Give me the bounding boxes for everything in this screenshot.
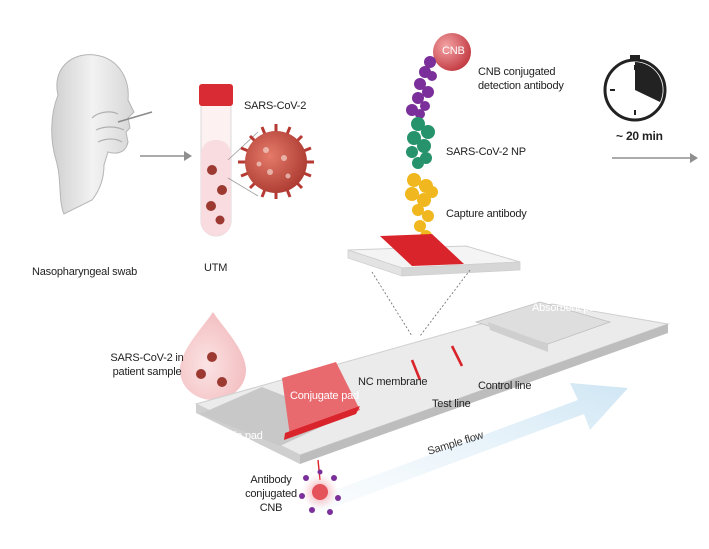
patient-head-illustration xyxy=(51,54,153,215)
sars-cov-2-label: SARS-CoV-2 xyxy=(244,100,307,112)
time-label: ~ 20 min xyxy=(616,129,663,143)
absorbent-pad-label: Absorbent pad xyxy=(532,302,601,314)
control-line-label: Control line xyxy=(478,380,532,392)
sars-cov-2-virus-illustration xyxy=(238,124,314,199)
sample-drop-illustration xyxy=(180,312,246,400)
antibody-conjugated-cnb-label-line3: CNB xyxy=(259,502,283,514)
cnb-conjugated-label-line2: detection antibody xyxy=(478,80,564,92)
sars-cov-2-np-label: SARS-CoV-2 NP xyxy=(446,146,526,158)
antibody-conjugated-cnb-label-line2: conjugated xyxy=(245,488,297,500)
conjugate-pad-label: Conjugate pad xyxy=(290,390,359,402)
nc-membrane-label: NC membrane xyxy=(358,376,428,388)
sars-cov-2-in-patient-sample-label-line1: SARS-CoV-2 in xyxy=(110,352,184,364)
lateral-flow-test-strip xyxy=(194,301,670,464)
nasopharyngeal-swab-label: Nasopharyngeal swab xyxy=(32,266,138,278)
sample-pad-label: Sample pad xyxy=(206,430,263,442)
zoom-guide-lines xyxy=(371,269,471,337)
utm-label: UTM xyxy=(204,262,228,274)
utm-tube xyxy=(199,84,259,237)
antibody-conjugated-cnb-label-line1: Antibody xyxy=(250,474,292,486)
sars-cov-2-in-patient-sample-label-line2: patient sample xyxy=(112,366,182,378)
arrow-to-tube xyxy=(140,151,192,161)
antibody-conjugated-cnb-illustration xyxy=(299,459,341,515)
capture-antibody-label: Capture antibody xyxy=(446,208,527,220)
timer-icon xyxy=(603,55,667,122)
test-line-label: Test line xyxy=(432,398,471,410)
sample-flow-arrow xyxy=(308,383,628,514)
arrow-to-result xyxy=(612,153,698,163)
cnb-conjugated-label-line1: CNB conjugated xyxy=(478,66,556,78)
membrane-zoom-slab xyxy=(347,234,521,277)
cnb-ball-label: CNB xyxy=(442,45,465,57)
